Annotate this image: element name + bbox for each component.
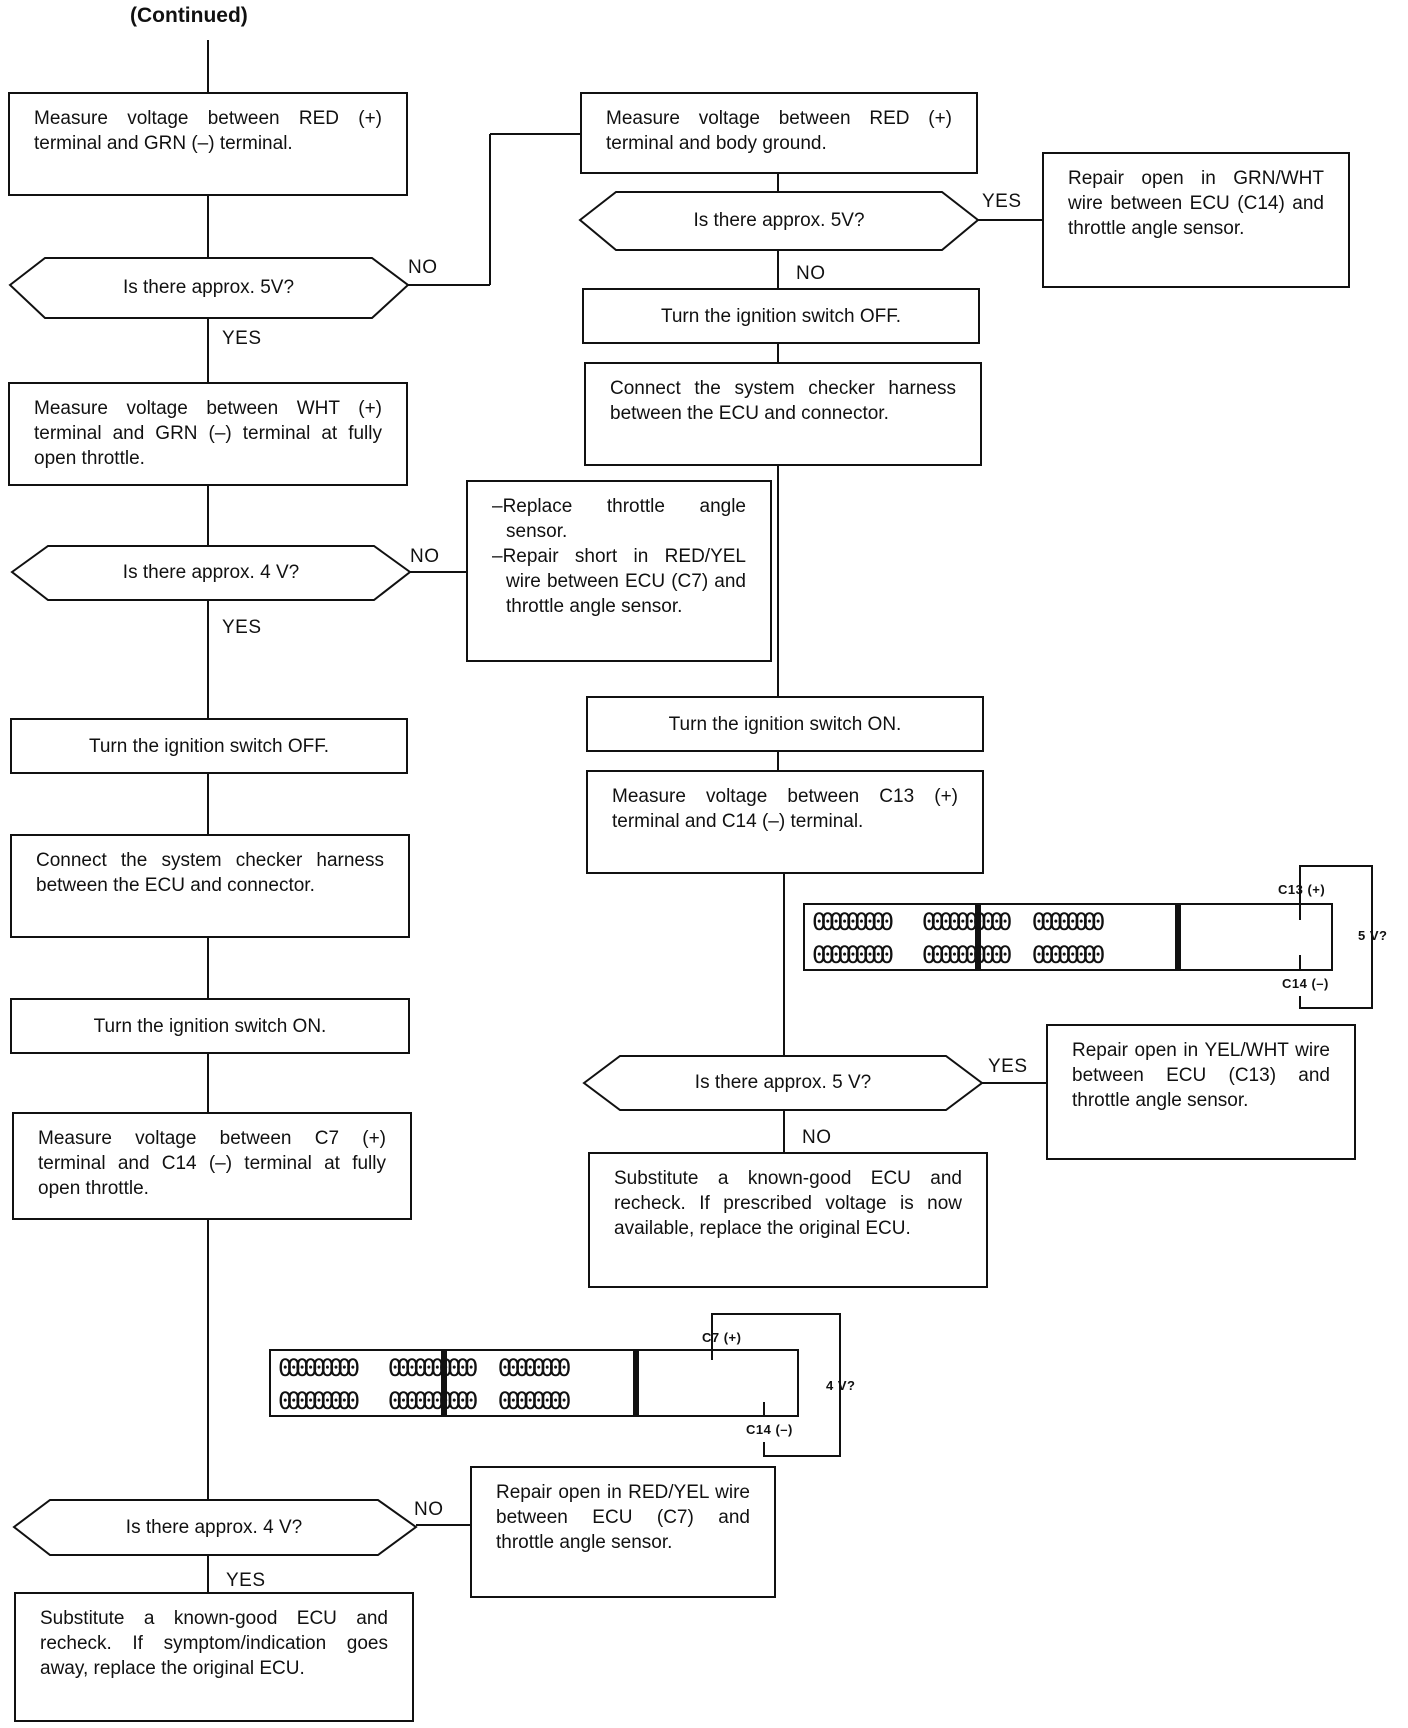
terminal-c7-label: C7 (+) — [702, 1330, 742, 1345]
label-yes-3: YES — [226, 1570, 266, 1591]
decision-hex-left-4v-a — [10, 545, 412, 601]
pin-group: 00000000 — [1031, 941, 1106, 969]
pin-group: 0000000000 — [921, 908, 1012, 936]
step-ign-off-left: Turn the ignition switch OFF. — [10, 718, 408, 774]
question-4v-b: Is there approx. 4 V? — [125, 1516, 303, 1538]
label-yes-4: YES — [982, 191, 1022, 212]
terminal-c14-label-bottom: C14 (–) — [746, 1422, 793, 1437]
terminal-c13-label: C13 (+) — [1278, 882, 1326, 897]
label-yes-2: YES — [222, 617, 262, 638]
question-4v-a: Is there approx. 4 V? — [122, 562, 300, 583]
connector-bottom-outline — [269, 1349, 799, 1417]
pin-group: 0000000000 — [921, 941, 1012, 969]
step-ign-on-left: Turn the ignition switch ON. — [10, 998, 410, 1054]
step-measure-c7-c14: Measure voltage between C7 (+) terminal … — [12, 1112, 412, 1220]
connector-bottom-row-2: 000000000 0000000000 00000000 — [278, 1387, 572, 1415]
pin-group: 000000000 — [278, 1387, 360, 1415]
question-5v-right: Is there approx. 5V? — [693, 210, 865, 231]
pin-group: 000000000 — [812, 908, 894, 936]
step-ign-off-right: Turn the ignition switch OFF. — [582, 288, 980, 344]
label-no-1: NO — [408, 257, 438, 278]
page-title: (Continued) — [130, 4, 248, 27]
pin-group: 00000000 — [1031, 908, 1106, 936]
pin-group: 000000000 — [278, 1354, 360, 1382]
question-5v: Is there approx. 5V? — [122, 277, 295, 298]
connector-top-outline — [803, 903, 1333, 971]
label-yes-1: YES — [222, 328, 262, 349]
connector-top-row-2: 000000000 0000000000 00000000 — [812, 941, 1106, 969]
decision-hex-right-5v-b — [582, 1055, 984, 1111]
step-connect-checker-right: Connect the system checker harness betwe… — [584, 362, 982, 466]
decision-hex-left-5v — [8, 257, 410, 319]
pin-group: 00000000 — [497, 1387, 572, 1415]
voltage-5v-label: 5 V? — [1358, 928, 1388, 943]
replace-item: –Repair short in RED/YEL wire between EC… — [492, 546, 746, 617]
pin-group: 00000000 — [497, 1354, 572, 1382]
label-no-3: NO — [414, 1499, 444, 1520]
replace-item: –Replace throttle angle sensor. — [492, 496, 746, 542]
label-no-5: NO — [802, 1127, 832, 1148]
voltage-4v-label: 4 V? — [826, 1378, 856, 1393]
connector-top-row-1: 000000000 0000000000 00000000 — [812, 908, 1106, 936]
step-measure-wht-grn: Measure voltage between WHT (+) terminal… — [8, 382, 408, 486]
step-repair-grn-wht: Repair open in GRN/WHT wire between ECU … — [1042, 152, 1350, 288]
pin-group: 0000000000 — [387, 1354, 478, 1382]
step-measure-red-grn: Measure voltage between RED (+) terminal… — [8, 92, 408, 196]
replace-list: –Replace throttle angle sensor. –Repair … — [492, 494, 746, 619]
step-measure-red-ground: Measure voltage between RED (+) terminal… — [580, 92, 978, 174]
step-ign-on-right: Turn the ignition switch ON. — [586, 696, 984, 752]
decision-hex-left-4v-b — [12, 1499, 418, 1556]
step-substitute-ecu-left: Substitute a known-good ECU and recheck.… — [14, 1592, 414, 1722]
step-measure-c13-c14: Measure voltage between C13 (+) terminal… — [586, 770, 984, 874]
pin-group: 0000000000 — [387, 1387, 478, 1415]
label-no-2: NO — [410, 546, 440, 567]
step-substitute-ecu-right: Substitute a known-good ECU and recheck.… — [588, 1152, 988, 1288]
step-replace-sensor: –Replace throttle angle sensor. –Repair … — [466, 480, 772, 662]
step-connect-checker-left: Connect the system checker harness betwe… — [10, 834, 410, 938]
connector-bottom-row-1: 000000000 0000000000 00000000 — [278, 1354, 572, 1382]
label-no-4: NO — [796, 263, 826, 284]
label-yes-5: YES — [988, 1056, 1028, 1077]
step-repair-yel-wht: Repair open in YEL/WHT wire between ECU … — [1046, 1024, 1356, 1160]
terminal-c14-label-top: C14 (–) — [1282, 976, 1329, 991]
decision-hex-right-5v — [578, 191, 980, 251]
step-repair-red-yel: Repair open in RED/YEL wire between ECU … — [470, 1466, 776, 1598]
question-5v-right-b: Is there approx. 5 V? — [694, 1072, 872, 1093]
pin-group: 000000000 — [812, 941, 894, 969]
